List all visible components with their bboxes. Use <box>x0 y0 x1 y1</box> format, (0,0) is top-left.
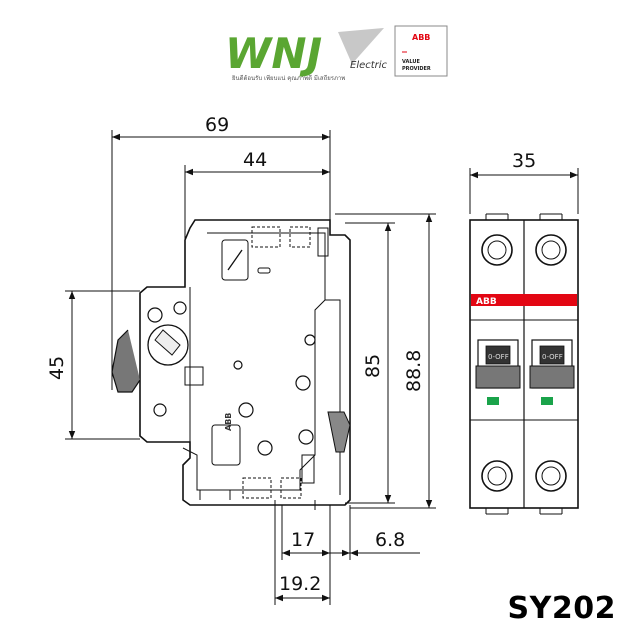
dim-69: 69 <box>205 114 229 136</box>
abb-badge: ABB VALUE PROVIDER <box>394 25 448 77</box>
badge-line-1: VALUE <box>402 59 420 65</box>
front-window-text-1: 0-OFF <box>488 353 509 361</box>
dim-17: 17 <box>291 529 315 551</box>
logo-tagline: ยินดีต้อนรับ เพียบแน่ คุณภาพดี มีเสถียรภ… <box>232 74 346 82</box>
side-toggle <box>111 329 141 393</box>
dim-35: 35 <box>512 150 536 172</box>
front-indicator-1 <box>487 397 499 405</box>
dim-88-8: 88.8 <box>403 350 425 392</box>
dimension-lines <box>65 130 579 605</box>
logo-sub: Electric <box>350 60 388 71</box>
dim-19-2: 19.2 <box>279 573 321 595</box>
badge-line-2: PROVIDER <box>402 66 431 72</box>
dim-45: 45 <box>46 356 68 380</box>
side-brand-mark: ABB <box>224 413 233 431</box>
dim-6-8: 6.8 <box>375 529 405 551</box>
dim-85: 85 <box>362 354 384 378</box>
dim-44: 44 <box>243 149 267 171</box>
logo-swoosh-icon <box>338 28 384 64</box>
side-clip <box>327 411 351 453</box>
front-brand-mark: ABB <box>476 297 497 307</box>
side-view <box>111 219 351 510</box>
front-window-text-2: 0-OFF <box>542 353 563 361</box>
side-dial <box>147 324 189 366</box>
badge-brand: ABB <box>412 33 430 42</box>
logo-brand: WNJ <box>225 29 322 78</box>
wnj-logo: WNJ Electric ยินดีต้อนรับ เพียบแน่ คุณภา… <box>225 28 388 82</box>
model-number: SY202 <box>507 591 616 626</box>
front-red-band <box>471 294 577 306</box>
front-indicator-2 <box>541 397 553 405</box>
front-view <box>469 213 579 515</box>
side-body-outline <box>139 219 351 506</box>
